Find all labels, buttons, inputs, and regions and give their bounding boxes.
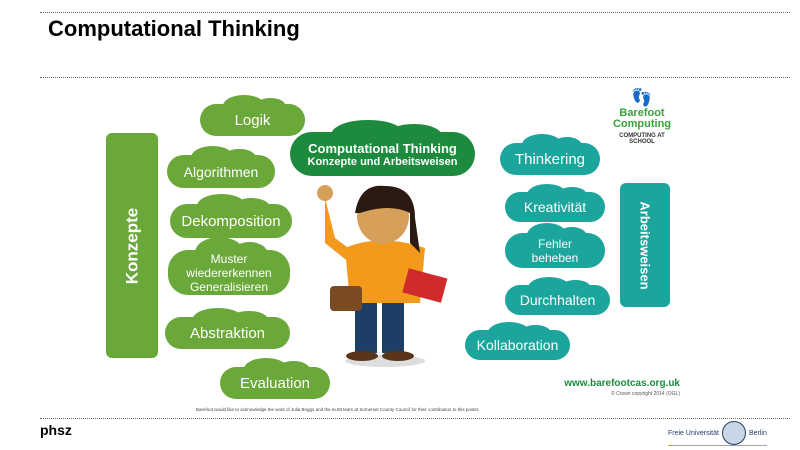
concept-dekomposition: Dekomposition (170, 194, 292, 238)
acknowledgement: Barefoot would like to acknowledge the w… (196, 407, 480, 412)
concept-logik: Logik (200, 95, 305, 136)
divider-top (40, 12, 790, 13)
center-cloud: Computational Thinking Konzepte und Arbe… (290, 119, 475, 176)
slide-title: Computational Thinking (48, 16, 300, 41)
barefoot-logo: 👣 Barefoot Computing COMPUTING AT SCHOOL (612, 88, 672, 145)
fu-seal-icon (721, 421, 746, 445)
concept-muster: Muster wiedererkennen Generalisieren (168, 237, 290, 295)
concepts-bar: Konzepte (106, 133, 158, 358)
concept-algorithmen: Algorithmen (167, 145, 275, 188)
practice-durchhalten: Durchhalten (505, 276, 610, 315)
practice-kreativitaet: Kreativität (505, 183, 605, 222)
concept-abstraktion: Abstraktion (165, 308, 290, 349)
practices-bar: Arbeitsweisen (620, 183, 670, 307)
barefoot-url: www.barefootcas.org.uk (564, 378, 680, 389)
student-illustration (317, 185, 448, 367)
fu-berlin-logo: Freie Universität Berlin (668, 421, 767, 446)
practice-thinkering: Thinkering (500, 134, 600, 175)
practice-kollaboration: Kollaboration (465, 321, 570, 360)
practice-fehler-beheben: Fehler beheben (505, 223, 605, 268)
phsz-logo: phsz (40, 422, 72, 438)
divider-bottom (40, 418, 790, 419)
copyright: © Crown copyright 2014 (OGL) (611, 391, 680, 397)
concepts-label: Konzepte (122, 207, 141, 284)
practices-label: Arbeitsweisen (637, 200, 653, 290)
divider-title (40, 77, 790, 78)
